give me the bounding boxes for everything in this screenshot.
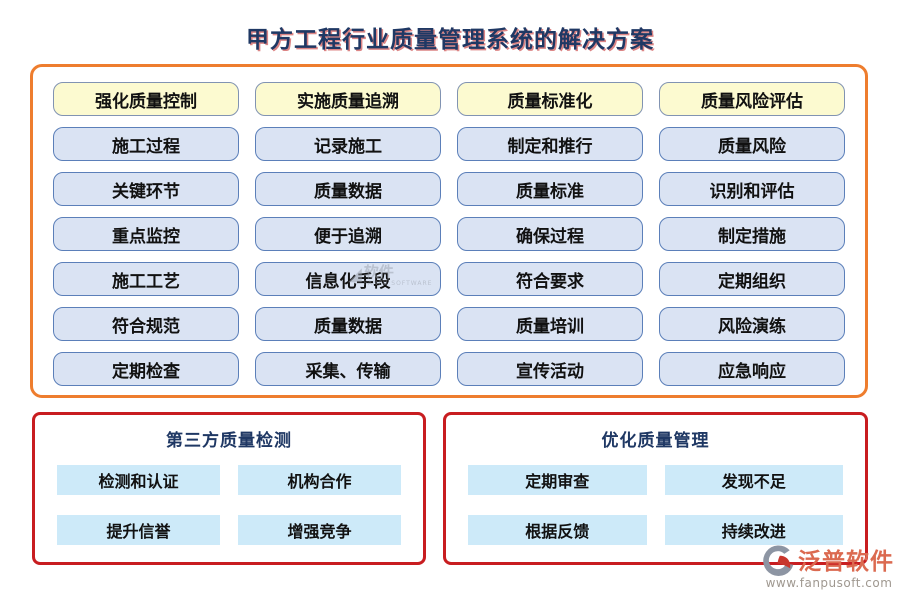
column-quality-standard: 质量标准化 制定和推行 质量标准 确保过程 符合要求 质量培训 宣传活动 — [457, 82, 643, 386]
flow-node: 根据反馈 — [468, 515, 647, 545]
flow-node: 质量标准 — [457, 172, 643, 206]
column-header-node: 强化质量控制 — [53, 82, 239, 116]
panel-third-party-inspection: 第三方质量检测 检测和认证 机构合作 提升信誉 增强竞争 — [32, 412, 426, 565]
flow-node: 记录施工 — [255, 127, 441, 161]
flow-node: 提升信誉 — [57, 515, 220, 545]
flow-node: 定期审查 — [468, 465, 647, 495]
main-solution-panel: 强化质量控制 施工过程 关键环节 重点监控 施工工艺 符合规范 定期检查 实施质… — [30, 64, 868, 398]
flow-node: 确保过程 — [457, 217, 643, 251]
flow-node: 符合规范 — [53, 307, 239, 341]
flow-node: 定期检查 — [53, 352, 239, 386]
page-title: 甲方工程行业质量管理系统的解决方案 — [246, 27, 654, 53]
panel-title: 优化质量管理 — [601, 431, 710, 451]
flow-node: 应急响应 — [659, 352, 845, 386]
panel-optimize-quality: 优化质量管理 定期审查 发现不足 根据反馈 持续改进 — [443, 412, 868, 565]
flow-node: 检测和认证 — [57, 465, 220, 495]
flow-node: 风险演练 — [659, 307, 845, 341]
flow-node: 关键环节 — [53, 172, 239, 206]
column-header-node: 质量标准化 — [457, 82, 643, 116]
column-header-node: 质量风险评估 — [659, 82, 845, 116]
panel-grid: 检测和认证 机构合作 提升信誉 增强竞争 — [35, 451, 423, 545]
fanpu-swirl-icon — [763, 545, 794, 577]
flow-node: 信息化手段 — [255, 262, 441, 296]
flow-node: 采集、传输 — [255, 352, 441, 386]
flow-node: 符合要求 — [457, 262, 643, 296]
flow-node: 制定措施 — [659, 217, 845, 251]
flow-node: 持续改进 — [664, 515, 843, 545]
flow-node: 质量培训 — [457, 307, 643, 341]
flow-node: 质量数据 — [255, 172, 441, 206]
column-quality-control: 强化质量控制 施工过程 关键环节 重点监控 施工工艺 符合规范 定期检查 — [53, 82, 239, 386]
logo-url: www.fanpusoft.com — [765, 576, 893, 590]
panel-grid: 定期审查 发现不足 根据反馈 持续改进 — [446, 451, 865, 545]
flow-node: 增强竞争 — [238, 515, 401, 545]
flow-node: 制定和推行 — [457, 127, 643, 161]
flow-node: 重点监控 — [53, 217, 239, 251]
fanpu-logo: 泛普软件 www.fanpusoft.com — [760, 544, 898, 590]
column-quality-trace: 实施质量追溯 记录施工 质量数据 便于追溯 信息化手段 质量数据 采集、传输 — [255, 82, 441, 386]
flow-node: 机构合作 — [238, 465, 401, 495]
flow-node: 发现不足 — [664, 465, 843, 495]
column-header-node: 实施质量追溯 — [255, 82, 441, 116]
panel-title: 第三方质量检测 — [166, 431, 292, 451]
flow-node: 施工工艺 — [53, 262, 239, 296]
flow-node: 定期组织 — [659, 262, 845, 296]
flow-node: 施工过程 — [53, 127, 239, 161]
column-quality-risk: 质量风险评估 质量风险 识别和评估 制定措施 定期组织 风险演练 应急响应 — [659, 82, 845, 386]
flow-node: 便于追溯 — [255, 217, 441, 251]
flow-node: 识别和评估 — [659, 172, 845, 206]
logo-name: 泛普软件 — [798, 549, 894, 575]
flow-node: 宣传活动 — [457, 352, 643, 386]
flow-node: 质量数据 — [255, 307, 441, 341]
flow-node: 质量风险 — [659, 127, 845, 161]
